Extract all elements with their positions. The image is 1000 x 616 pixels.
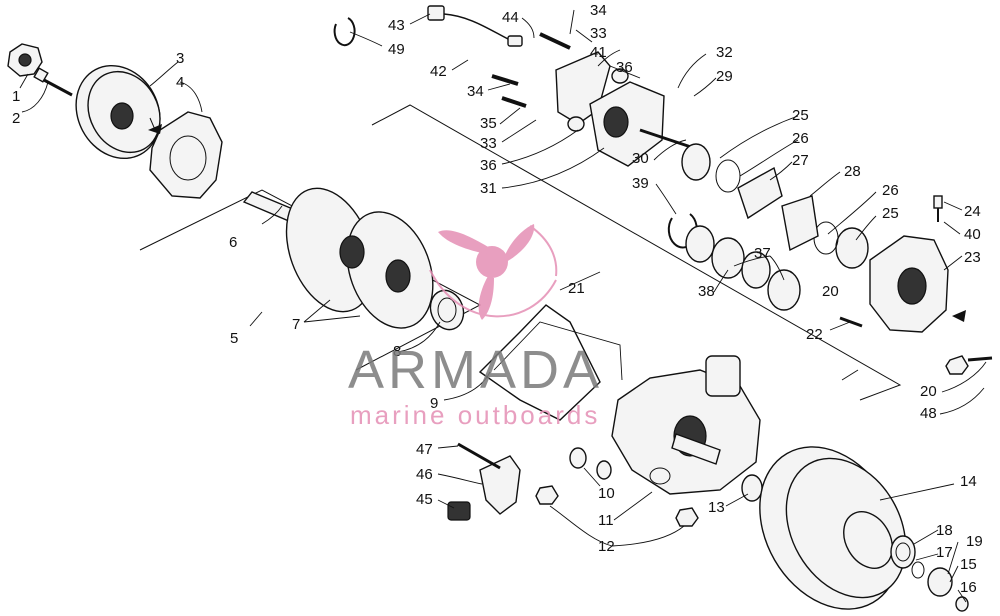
callout-14: 14 (960, 473, 977, 490)
callout-15: 15 (960, 556, 977, 573)
grease-fitting-part (933, 195, 943, 222)
callout-10: 10 (598, 485, 615, 502)
drive-pulley-part (75, 64, 161, 160)
callout-labels: 1 2 3 4 5 6 7 8 9 10 11 12 13 14 15 16 1… (12, 2, 983, 596)
callout-25-lower: 25 (882, 205, 899, 222)
callout-26-lower: 26 (882, 182, 899, 199)
bearing-part (681, 143, 869, 269)
bearing-housing-part (869, 235, 949, 333)
callout-20-upper: 20 (822, 283, 839, 300)
callout-7: 7 (292, 316, 300, 333)
callout-48: 48 (920, 405, 937, 422)
callout-32: 32 (716, 44, 733, 61)
callout-18: 18 (936, 522, 953, 539)
watermark-tagline: marine outboards (350, 400, 600, 430)
gasket-part (478, 304, 623, 421)
callout-12: 12 (598, 538, 615, 555)
snap-ring-part (333, 17, 356, 47)
propeller-logo (429, 224, 558, 320)
callout-43: 43 (388, 17, 405, 34)
callout-35: 35 (480, 115, 497, 132)
callout-36-upper: 36 (616, 59, 633, 76)
speed-sensor-part (427, 5, 523, 47)
leader-lines (19, 9, 987, 603)
callout-11: 11 (598, 512, 614, 529)
callout-30: 30 (632, 150, 649, 167)
callout-37: 37 (754, 245, 771, 262)
circlip-part (667, 213, 698, 249)
callout-13: 13 (708, 499, 725, 516)
output-shaft-part (671, 433, 721, 465)
callout-19: 19 (966, 533, 983, 550)
callout-42: 42 (430, 63, 447, 80)
callout-36-lower: 36 (480, 157, 497, 174)
driven-pulley-part (759, 446, 907, 610)
callout-5: 5 (230, 330, 238, 347)
brake-pad-part (737, 166, 819, 252)
callout-25-upper: 25 (792, 107, 809, 124)
cover-plate-part (149, 111, 223, 199)
seal-stack-part (685, 225, 801, 311)
callout-49: 49 (388, 41, 405, 58)
callout-33-lower: 33 (480, 135, 497, 152)
chaincase-part (611, 355, 761, 495)
callout-21: 21 (568, 280, 585, 297)
callout-38: 38 (698, 283, 715, 300)
callout-16: 16 (960, 579, 977, 596)
washer-part (569, 447, 612, 480)
callout-33-upper: 33 (590, 25, 607, 42)
callout-39: 39 (632, 175, 649, 192)
callout-1: 1 (12, 88, 20, 105)
callout-45: 45 (416, 491, 433, 508)
callout-47: 47 (416, 441, 433, 458)
callout-8: 8 (393, 343, 401, 360)
callout-27: 27 (792, 152, 809, 169)
housing-bolt-part (839, 316, 993, 375)
callout-20-lower: 20 (920, 383, 937, 400)
callout-4: 4 (176, 74, 184, 91)
callout-22: 22 (806, 326, 823, 343)
callout-26-upper: 26 (792, 130, 809, 147)
watermark-brand: ARMADA (348, 340, 603, 400)
lock-nut-part (535, 485, 699, 527)
watermark: ARMADA marine outboards (348, 224, 603, 430)
short-bolt-part (491, 32, 571, 108)
callout-41: 41 (590, 44, 607, 61)
callout-44: 44 (502, 9, 519, 26)
callout-17: 17 (936, 544, 953, 561)
callout-6: 6 (229, 234, 237, 251)
callout-31: 31 (480, 180, 497, 197)
callout-2: 2 (12, 110, 20, 127)
callout-3: 3 (176, 50, 184, 67)
caliper-bracket-part (555, 51, 665, 167)
callout-34-upper: 34 (590, 2, 607, 19)
callout-34-lower: 34 (467, 83, 484, 100)
callout-46: 46 (416, 466, 433, 483)
callout-24: 24 (964, 203, 981, 220)
callout-40: 40 (964, 226, 981, 243)
bracket-part (447, 442, 521, 521)
small-seal-part (741, 474, 763, 502)
bolt-part (33, 67, 73, 97)
callout-9: 9 (430, 395, 438, 412)
callout-28: 28 (844, 163, 861, 180)
callout-29: 29 (716, 68, 733, 85)
spring-part (890, 535, 925, 579)
callout-23: 23 (964, 249, 981, 266)
arrow-pointers (148, 124, 966, 322)
hex-nut-part (7, 43, 43, 77)
drive-sprocket-part (285, 187, 434, 329)
